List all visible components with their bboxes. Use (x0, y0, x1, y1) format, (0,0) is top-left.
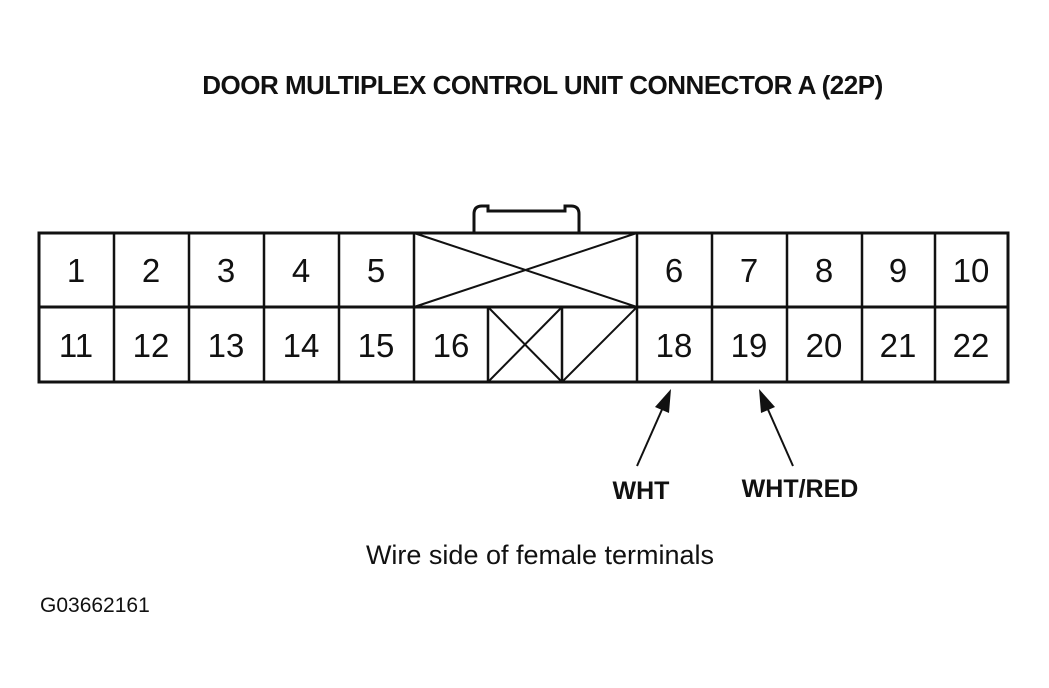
bottom-row-pins: 11 12 13 14 15 16 18 19 20 21 22 (59, 327, 989, 364)
pin-label: 8 (815, 252, 833, 289)
pin-label: 5 (367, 252, 385, 289)
figure-id: G03662161 (40, 594, 150, 617)
pin-label: 10 (953, 252, 990, 289)
pin-label: 16 (433, 327, 470, 364)
bottom-row-dividers (112, 307, 937, 382)
connector-lock-tab (472, 204, 581, 233)
pin-label: 1 (67, 252, 85, 289)
pin-label: 4 (292, 252, 310, 289)
pin-label: 21 (880, 327, 917, 364)
blank-cavity-bottom-x (487, 306, 563, 383)
pin-label: 15 (358, 327, 395, 364)
pin-label: 19 (731, 327, 768, 364)
pin-label: 18 (656, 327, 693, 364)
wht-arrow (636, 389, 671, 467)
blank-cavity-top (413, 232, 638, 308)
pin-label: 7 (740, 252, 758, 289)
pin-label: 6 (665, 252, 683, 289)
pin-label: 11 (59, 327, 93, 364)
blank-cavity-bottom-diagonal (561, 306, 638, 383)
pin-label: 22 (953, 327, 990, 364)
top-row-dividers (112, 233, 937, 307)
pin-label: 3 (217, 252, 235, 289)
pin-label: 13 (208, 327, 245, 364)
diagram-title: DOOR MULTIPLEX CONTROL UNIT CONNECTOR A … (202, 70, 883, 100)
diagram-caption: Wire side of female terminals (365, 540, 715, 570)
pin-label: 14 (283, 327, 320, 364)
wht-red-arrow (759, 389, 794, 467)
wire-color-label-wht: WHT (613, 477, 670, 505)
pin-label: 20 (806, 327, 843, 364)
pin-label: 9 (889, 252, 907, 289)
wire-color-label-wht-red: WHT/RED (742, 475, 859, 503)
pin-label: 12 (133, 327, 170, 364)
top-row-pins: 1 2 3 4 5 6 7 8 9 10 (67, 252, 990, 289)
pin-label: 2 (142, 252, 160, 289)
